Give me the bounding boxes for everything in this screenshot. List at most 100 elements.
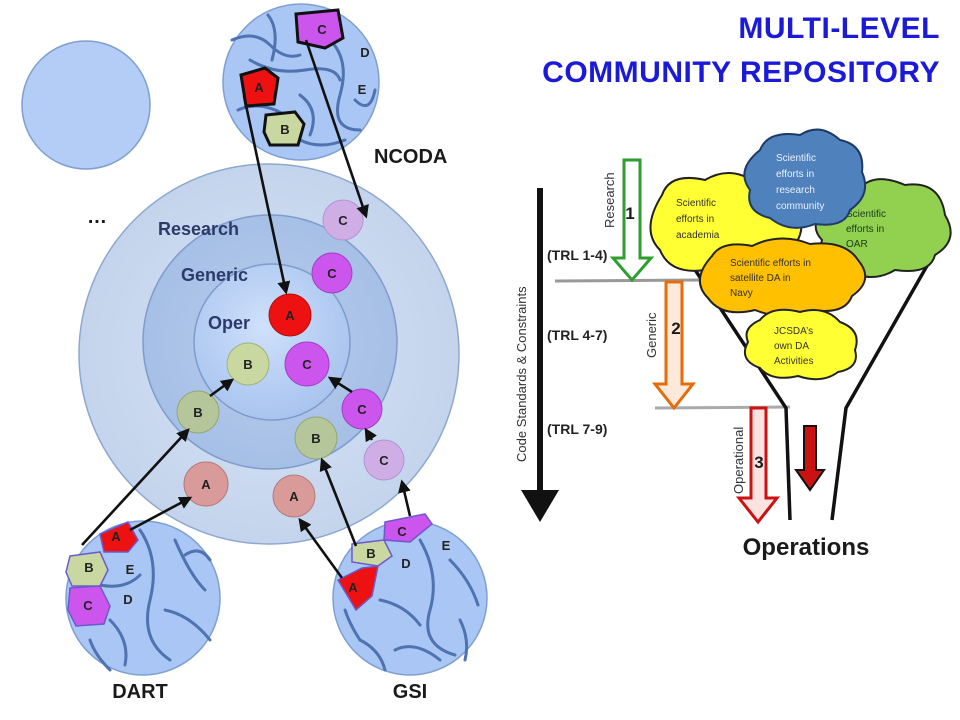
stage-1-number: 1 bbox=[625, 204, 634, 223]
cloud-oar-line-3: OAR bbox=[846, 239, 868, 250]
trl-1-4-label: (TRL 1-4) bbox=[547, 247, 607, 263]
source-ncoda: NCODA bbox=[222, 3, 447, 168]
arrow-ncoda-a-to-oper-a bbox=[242, 95, 291, 295]
gsi-module-c bbox=[383, 513, 434, 543]
generic-module-c-right-label: C bbox=[357, 402, 367, 417]
oper-module-b bbox=[226, 342, 270, 386]
other-source-bubble bbox=[21, 40, 151, 170]
ncoda-module-a-label: A bbox=[254, 80, 264, 95]
source-ncoda-label: NCODA bbox=[374, 146, 447, 168]
oper-module-c bbox=[284, 341, 330, 387]
dart-module-e-label: E bbox=[126, 562, 135, 577]
generic-stage-arrow: 2 Generic bbox=[644, 280, 697, 411]
source-gsi-label: GSI bbox=[393, 681, 427, 703]
research-module-a-right bbox=[272, 474, 316, 518]
generic-module-c-top bbox=[311, 252, 353, 294]
generic-module-b-left-label: B bbox=[193, 405, 202, 420]
cloud-academia-line-2: efforts in bbox=[676, 214, 714, 225]
arrow-generic-b-to-oper-b bbox=[209, 378, 235, 398]
arrow-gsi-c-to-research-c bbox=[398, 479, 412, 517]
cloud-jcsda: JCSDA’s own DA Activities bbox=[744, 308, 858, 381]
cloud-research-community-line-1: Scientific bbox=[776, 153, 816, 164]
ncoda-module-c bbox=[294, 8, 345, 50]
research-module-a-left bbox=[183, 461, 229, 507]
generic-module-c-right bbox=[341, 388, 383, 430]
arrow-dart-to-research-a bbox=[129, 496, 193, 532]
research-stage-label: Research bbox=[602, 172, 617, 228]
cloud-navy-line-3: Navy bbox=[730, 288, 753, 299]
ncoda-module-b bbox=[262, 110, 306, 147]
arrow-ncoda-c-to-research-c bbox=[304, 39, 369, 219]
stage-3-number: 3 bbox=[754, 453, 763, 472]
cloud-academia-line-1: Scientific bbox=[676, 198, 716, 209]
cloud-navy-line-2: satellite DA in bbox=[730, 273, 791, 284]
cloud-jcsda-line-3: Activities bbox=[774, 356, 813, 367]
gsi-modules: C B A E D bbox=[336, 513, 451, 612]
ncoda-module-e-label: E bbox=[358, 82, 367, 97]
cloud-navy-line-1: Scientific efforts in bbox=[730, 258, 811, 269]
ncoda-module-b-label: B bbox=[280, 122, 289, 137]
research-module-c-bottom-label: C bbox=[379, 453, 389, 468]
cloud-navy: Scientific efforts in satellite DA in Na… bbox=[699, 237, 867, 317]
ring-oper-label: Oper bbox=[208, 313, 250, 333]
dart-module-c bbox=[67, 585, 111, 627]
level-divider-1 bbox=[554, 278, 701, 283]
ring-modules: C C A B C B C B C A A bbox=[176, 199, 405, 518]
dart-module-b-label: B bbox=[84, 560, 93, 575]
gsi-module-d-label: D bbox=[401, 556, 410, 571]
ncoda-modules: C A B D E bbox=[239, 8, 370, 147]
research-module-c-top-label: C bbox=[338, 213, 348, 228]
title-line-2: COMMUNITY REPOSITORY bbox=[542, 56, 940, 89]
arrow-gsi-b-to-generic-b bbox=[319, 457, 358, 547]
ring-research-label: Research bbox=[158, 219, 239, 239]
trl-4-7-label: (TRL 4-7) bbox=[547, 327, 607, 343]
dart-module-c-label: C bbox=[83, 598, 93, 613]
ncoda-module-d-label: D bbox=[360, 45, 369, 60]
cloud-academia-line-3: academia bbox=[676, 230, 720, 241]
cloud-research-community-line-4: community bbox=[776, 201, 824, 212]
generic-module-c-top-label: C bbox=[327, 266, 337, 281]
arrow-gsi-a-to-research-a bbox=[298, 517, 344, 579]
oper-module-b-label: B bbox=[243, 357, 252, 372]
oper-module-c-label: C bbox=[302, 357, 312, 372]
operations-output-arrow bbox=[794, 425, 826, 492]
cloud-research-community-line-2: efforts in bbox=[776, 169, 814, 180]
gsi-module-a-label: A bbox=[348, 580, 358, 595]
ellipsis-label: … bbox=[87, 206, 107, 228]
generic-module-b-bottom-label: B bbox=[311, 431, 320, 446]
arrow-research-c-to-generic-c bbox=[364, 427, 377, 443]
ncoda-module-c-label: C bbox=[317, 22, 327, 37]
operations-label: Operations bbox=[743, 534, 870, 561]
dart-module-a-label: A bbox=[111, 529, 121, 544]
arrow-generic-c-to-oper-c bbox=[327, 376, 353, 394]
code-standards-label: Code Standards & Constraints bbox=[514, 286, 529, 462]
dart-modules: A B C E D bbox=[65, 521, 139, 627]
research-module-c-top bbox=[322, 199, 364, 241]
operational-stage-arrow: 3 Operational bbox=[731, 406, 781, 525]
gsi-module-e-label: E bbox=[442, 538, 451, 553]
gsi-module-b bbox=[351, 539, 393, 567]
code-standards-arrow: Code Standards & Constraints bbox=[514, 188, 559, 522]
dart-module-d-label: D bbox=[123, 592, 132, 607]
stage-2-number: 2 bbox=[671, 319, 680, 338]
oper-module-a-label: A bbox=[285, 308, 295, 323]
ring-generic-label: Generic bbox=[181, 265, 248, 285]
research-module-a-right-label: A bbox=[289, 489, 299, 504]
gsi-module-c-label: C bbox=[397, 524, 407, 539]
flow-arrows bbox=[81, 39, 412, 579]
cloud-jcsda-line-2: own DA bbox=[774, 341, 809, 352]
generic-stage-label: Generic bbox=[644, 312, 659, 358]
source-dart-label: DART bbox=[112, 681, 168, 703]
operational-stage-label: Operational bbox=[731, 427, 746, 494]
research-module-a-left-label: A bbox=[201, 477, 211, 492]
arrow-dart-to-generic-b bbox=[81, 428, 190, 546]
title-line-1: MULTI-LEVEL bbox=[738, 12, 940, 45]
research-stage-arrow: 1 Research bbox=[602, 158, 655, 283]
generic-module-b-bottom bbox=[294, 416, 338, 460]
cloud-research-community: Scientific efforts in research community bbox=[743, 128, 866, 229]
gsi-module-b-label: B bbox=[366, 546, 375, 561]
source-dart: DART bbox=[65, 520, 221, 703]
cloud-oar-line-2: efforts in bbox=[846, 224, 884, 235]
cloud-research-community-line-3: research bbox=[776, 185, 815, 196]
